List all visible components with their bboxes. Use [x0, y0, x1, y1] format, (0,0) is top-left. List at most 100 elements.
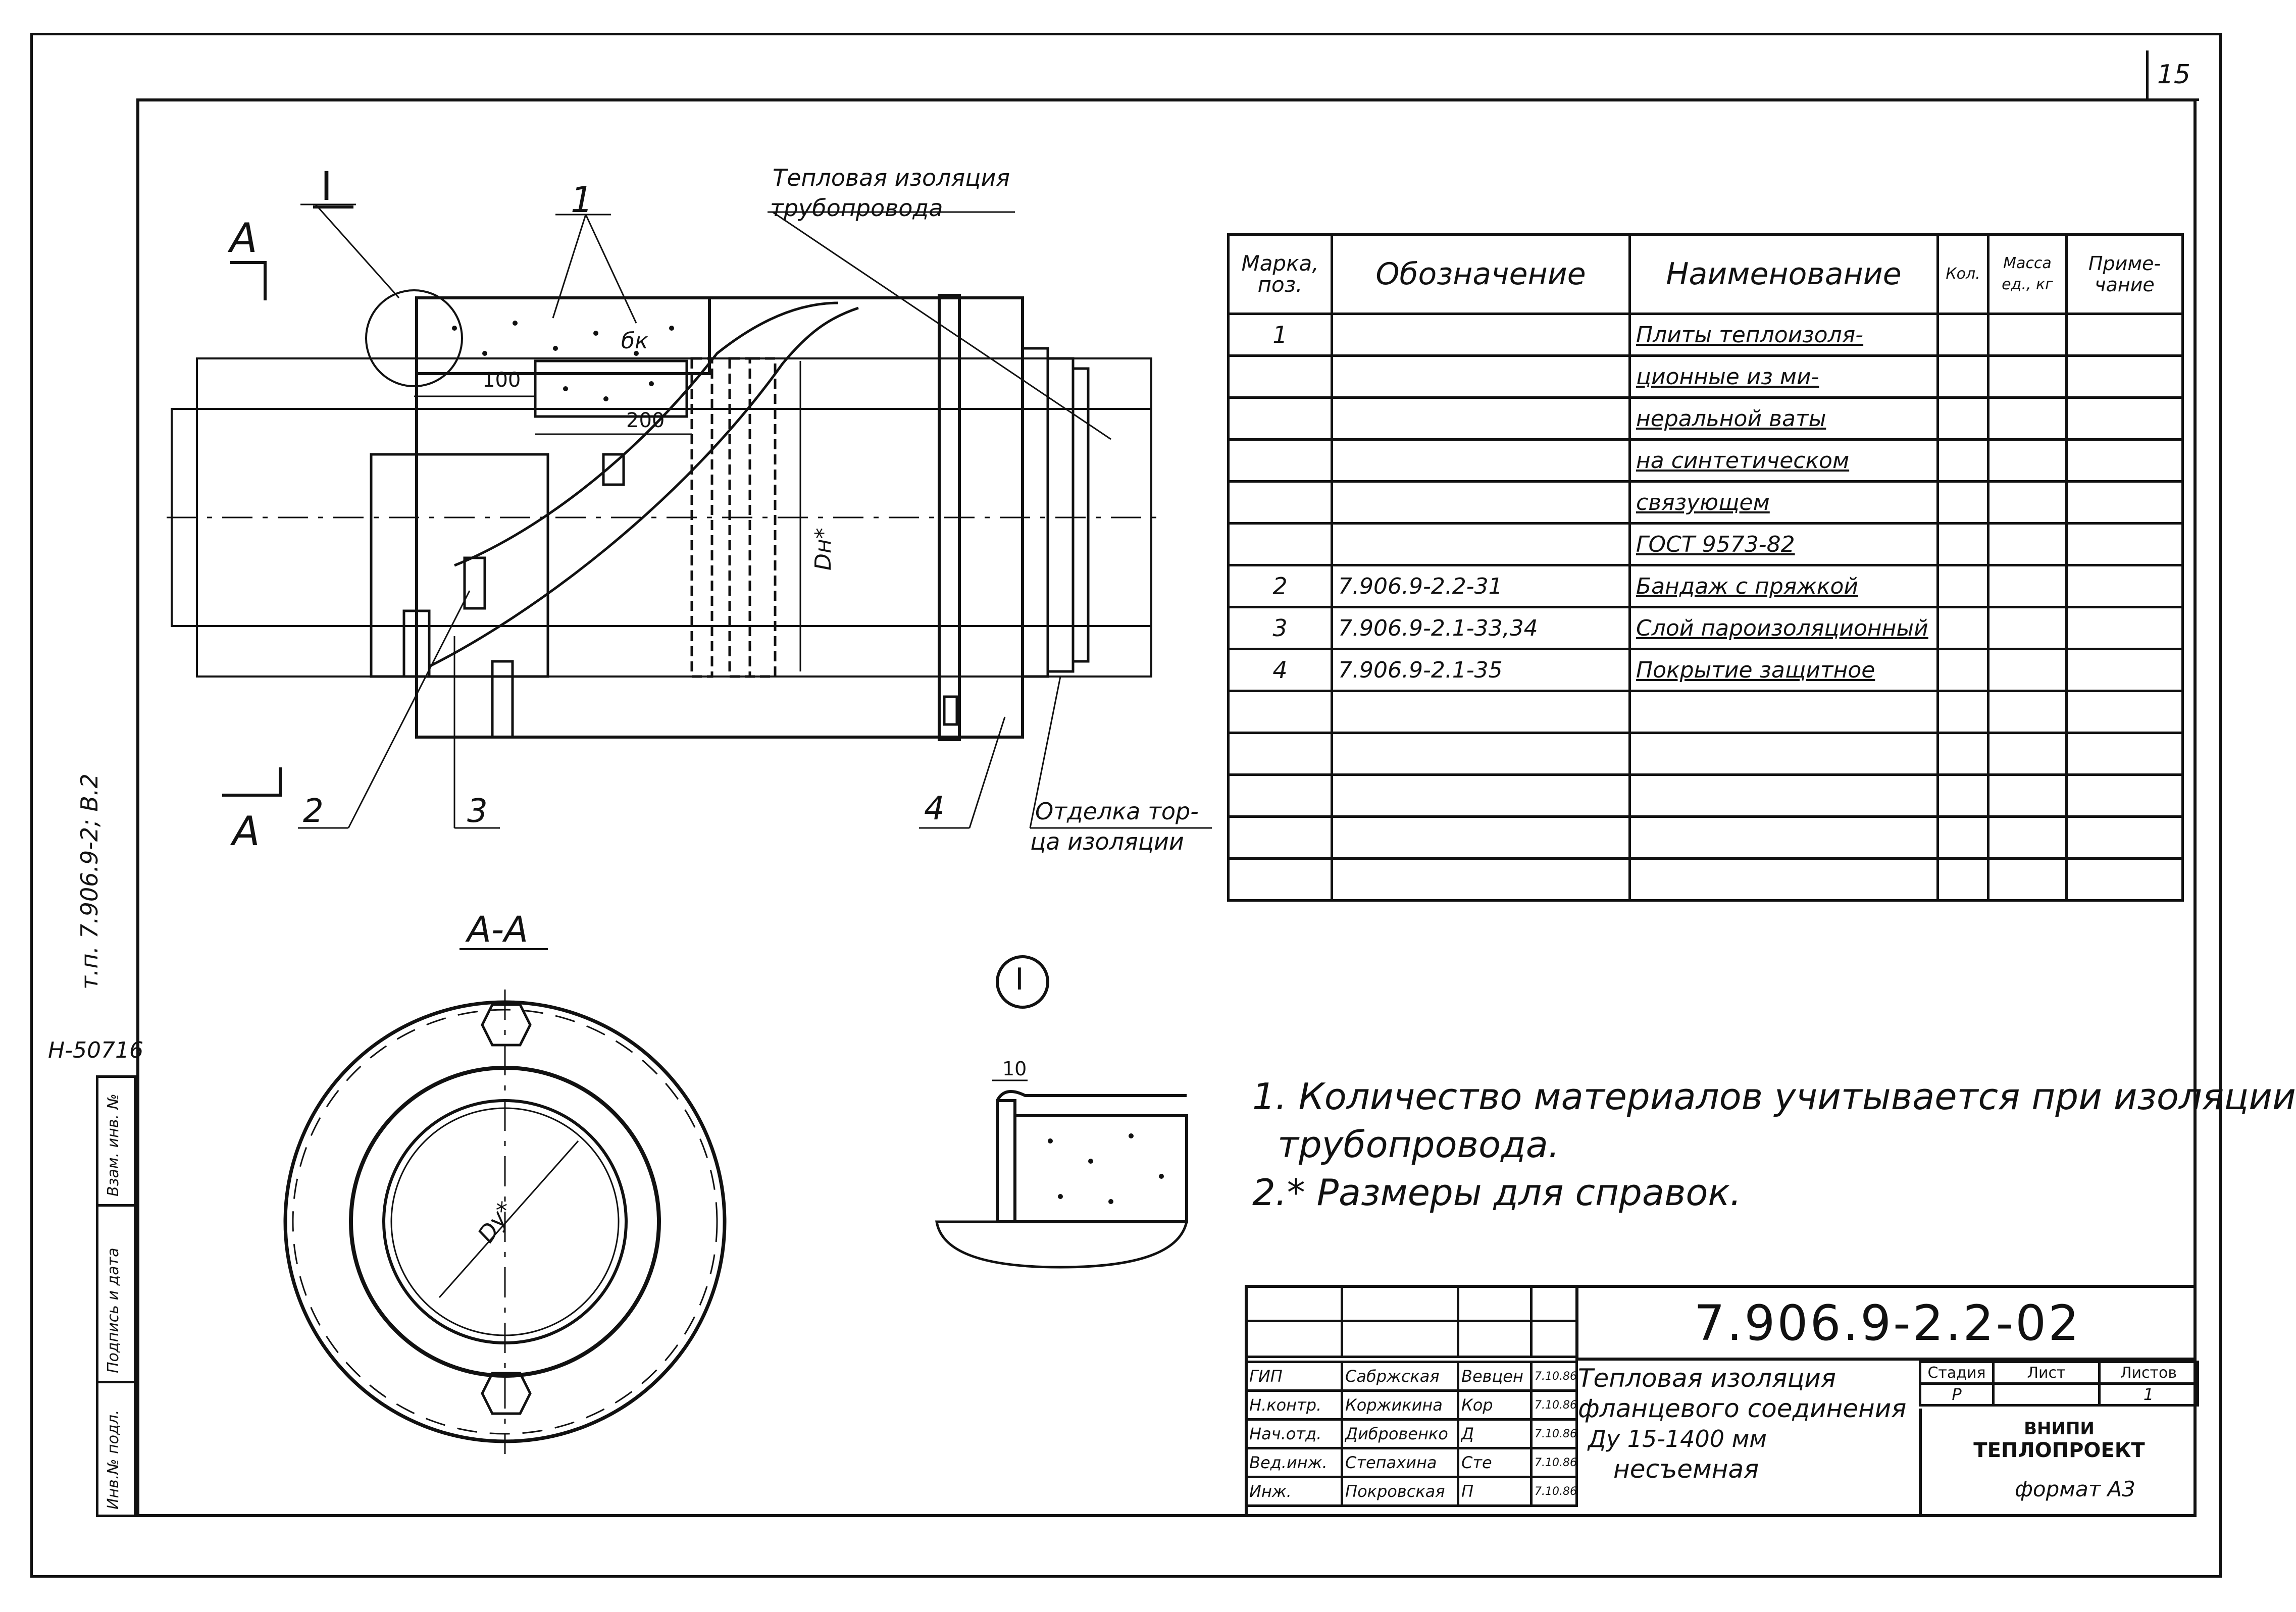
spec-cell	[1936, 313, 1989, 357]
spec-cell	[1987, 606, 2068, 650]
title-line-3: Ду 15-1400 мм	[1588, 1425, 1767, 1452]
flange-plate-far	[748, 357, 777, 678]
title-role-role: ГИП	[1245, 1361, 1343, 1392]
note-1-cont: трубопровода.	[1278, 1123, 1560, 1166]
spec-cell	[1331, 438, 1631, 483]
cutaway-curve-1	[454, 301, 839, 567]
buckle-5	[943, 695, 958, 726]
drawing-canvas	[167, 203, 1212, 1454]
leader-2	[347, 590, 471, 828]
detail-callout-circle	[365, 289, 463, 387]
spec-row: связующем	[1227, 480, 2184, 525]
spec-cell	[1936, 690, 1989, 734]
spec-cell	[1227, 773, 1333, 818]
doc-code: 7.906.9-2.2-02	[1694, 1295, 2081, 1351]
title-role-name: Коржикина	[1341, 1389, 1459, 1421]
spec-cell	[1227, 354, 1333, 399]
title-line-2: фланцевого соединения	[1578, 1394, 1907, 1423]
insulation-label-2: трубопровода	[770, 194, 943, 222]
section-marker-top-arrow	[230, 261, 267, 300]
title-role-name: Сабржская	[1341, 1361, 1459, 1392]
spec-cell: 2	[1227, 564, 1333, 608]
spec-cell	[2065, 857, 2184, 902]
format-label: формат А3	[2015, 1477, 2135, 1501]
title-role-sign: Вевцен	[1457, 1361, 1533, 1392]
spec-cell	[1936, 857, 1989, 902]
spec-cell	[1987, 354, 2068, 399]
spec-cell	[2065, 564, 2184, 608]
title-description: Тепловая изоляция фланцевого соединения …	[1578, 1363, 1916, 1515]
flange-plate-left	[690, 357, 713, 678]
spec-cell	[1331, 773, 1631, 818]
title-role-sign: Сте	[1457, 1447, 1533, 1478]
spec-header-qty: Кол.	[1936, 233, 1989, 315]
stage-sheet-grid: Стадия Лист Листов Р 1	[1919, 1361, 2199, 1407]
spec-cell: 7.906.9-2.2-31	[1331, 564, 1631, 608]
position-label-3: 3	[467, 793, 488, 830]
buckle-2	[402, 609, 431, 678]
title-role-role: Нач.отд.	[1245, 1418, 1343, 1449]
dim-bk: бк	[621, 328, 648, 354]
spec-row	[1227, 732, 2184, 776]
spec-cell	[1987, 522, 2068, 566]
spec-row: ционные из ми-	[1227, 354, 2184, 399]
finish-label: Отделка тор-	[1035, 798, 1199, 825]
spec-row	[1227, 815, 2184, 860]
flange-plate-right	[728, 357, 751, 678]
section-dy-line	[438, 1140, 579, 1298]
spec-cell	[1227, 732, 1333, 776]
insulation-label: Тепловая изоляция	[773, 164, 1010, 191]
title-role-name: Степахина	[1341, 1447, 1459, 1478]
spec-cell	[1936, 438, 1989, 483]
spec-cell	[1331, 690, 1631, 734]
spec-cell: Плиты теплоизоля-	[1628, 313, 1939, 357]
spec-cell	[1936, 648, 1989, 692]
title-role-role: Инж.	[1245, 1476, 1343, 1507]
spec-cell	[1987, 857, 2068, 902]
spec-row: на синтетическом	[1227, 438, 2184, 483]
title-block-code-cell: 7.906.9-2.2-02	[1575, 1285, 2197, 1361]
org-line-1: ВНИПИ	[2024, 1419, 2095, 1439]
insulation-stipple	[452, 321, 1164, 1204]
spec-cell	[1936, 732, 1989, 776]
detail-pipe	[935, 1220, 1189, 1269]
spec-header-mark: Марка, поз.	[1227, 233, 1333, 315]
spec-cell	[1331, 313, 1631, 357]
note-2: 2.* Размеры для справок.	[1252, 1171, 1742, 1214]
spec-cell	[1331, 396, 1631, 441]
spec-cell: Бандаж с пряжкой	[1628, 564, 1939, 608]
title-role-name: Дибровенко	[1341, 1418, 1459, 1449]
cutaway-curve-2	[428, 306, 859, 668]
title-role-date: 7.10.86	[1530, 1361, 1578, 1392]
spec-cell	[1987, 438, 2068, 483]
page-number: 15	[2157, 60, 2191, 90]
spec-cell	[1987, 564, 2068, 608]
spec-row	[1227, 690, 2184, 734]
note-1: 1. Количество материалов учитывается при…	[1252, 1075, 2296, 1118]
spec-cell	[1628, 857, 1939, 902]
sheet-outer-frame	[30, 33, 2222, 1578]
drawing-frame	[136, 98, 2197, 1517]
leader-1a	[552, 214, 587, 319]
spec-cell	[1987, 396, 2068, 441]
spec-cell	[1628, 773, 1939, 818]
spec-cell	[1936, 564, 1989, 608]
dim-100: 100	[482, 369, 521, 392]
hex-buckle-bottom	[481, 1372, 532, 1415]
spec-cell: 1	[1227, 313, 1333, 357]
sheet-value	[1992, 1382, 2101, 1407]
spec-cell	[2065, 606, 2184, 650]
spec-cell	[1331, 480, 1631, 525]
finish-label-2: ца изоляции	[1030, 828, 1184, 855]
detail-insulation	[1013, 1114, 1188, 1223]
spec-cell	[1227, 480, 1333, 525]
spec-row: 1 Плиты теплоизоля-	[1227, 313, 2184, 357]
buckle-3	[491, 660, 514, 739]
spec-cell	[1987, 480, 2068, 525]
